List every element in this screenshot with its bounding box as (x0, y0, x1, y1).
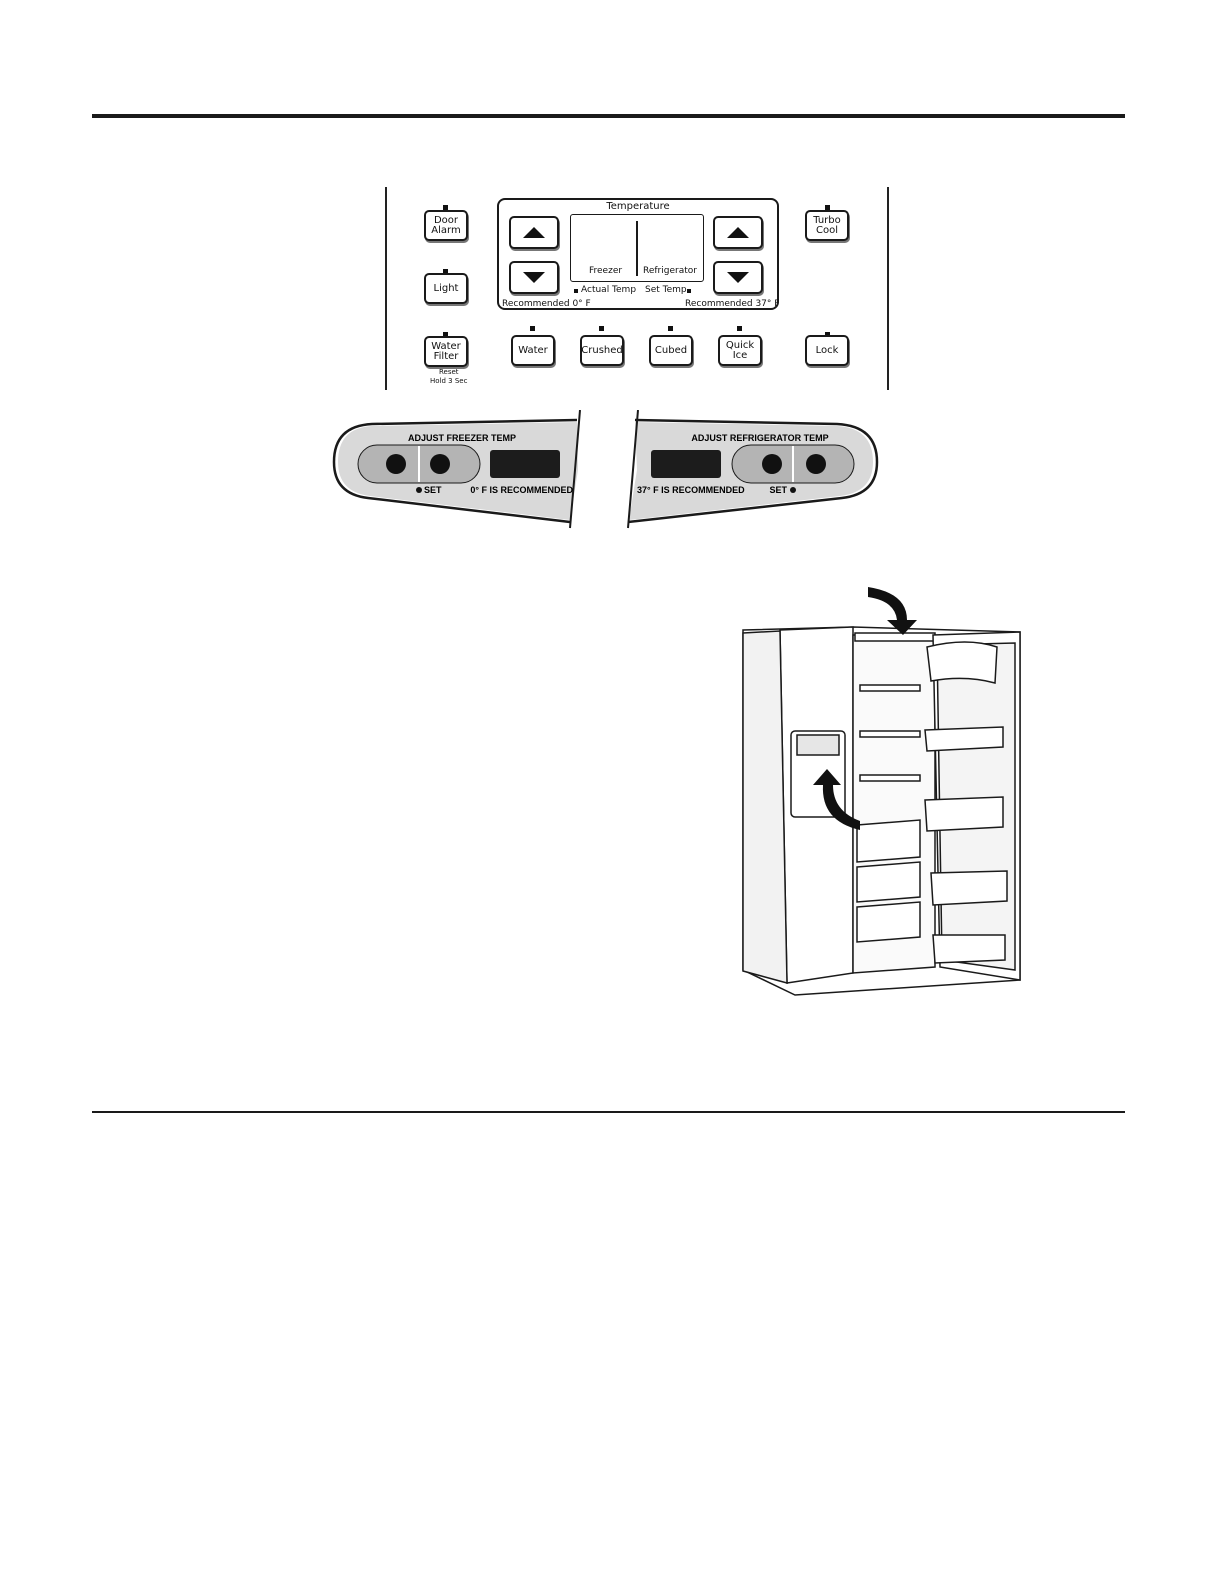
temperature-title: Temperature (499, 201, 777, 212)
crushed-button[interactable]: Crushed (580, 335, 624, 366)
dispenser-control-panel: Door Alarm Light Water Filter Reset Hold… (385, 187, 889, 390)
fridge-up-button[interactable] (713, 216, 763, 249)
display-divider (636, 221, 638, 276)
freezer-down-button[interactable] (509, 261, 559, 294)
recommended-fridge-label: Recommended 37° F (685, 299, 779, 309)
lock-label: Lock (816, 346, 839, 356)
fridge-down-button[interactable] (713, 261, 763, 294)
refrigerator-label: Refrigerator (643, 266, 697, 276)
set-dot-right (790, 487, 796, 493)
door-alarm-label: Door Alarm (431, 216, 460, 236)
crushed-label: Crushed (581, 346, 622, 356)
set-label-left: SET (424, 485, 442, 495)
quick-ice-label: Quick Ice (726, 341, 754, 361)
freezer-digital-display (490, 450, 560, 478)
set-temp-led (687, 289, 691, 293)
freezer-warmer-button[interactable] (386, 454, 406, 474)
water-filter-hold-label: Hold 3 Sec (430, 377, 467, 385)
quick-ice-led (737, 326, 742, 331)
actual-temp-led (574, 289, 578, 293)
temperature-panel: Temperature Freezer Refrigerator Actual … (497, 198, 779, 310)
light-label: Light (434, 284, 459, 294)
cubed-label: Cubed (655, 346, 687, 356)
set-label-right: SET (769, 485, 787, 495)
up-arrow-icon (727, 227, 749, 238)
water-label: Water (518, 346, 548, 356)
adjust-fridge-label: ADJUST REFRIGERATOR TEMP (691, 433, 828, 443)
turbo-cool-button[interactable]: Turbo Cool (805, 210, 849, 241)
bottom-rule (92, 1111, 1125, 1113)
set-temp-label: Set Temp (645, 285, 687, 295)
freezer-label: Freezer (589, 266, 622, 276)
freezer-colder-button[interactable] (430, 454, 450, 474)
down-arrow-icon (727, 272, 749, 283)
recommended-freezer-label: Recommended 0° F (502, 299, 591, 309)
quick-ice-button[interactable]: Quick Ice (718, 335, 762, 366)
freezer-recommended-label: 0° F IS RECOMMENDED (470, 485, 573, 495)
door-alarm-button[interactable]: Door Alarm (424, 210, 468, 241)
set-dot-left (416, 487, 422, 493)
fridge-recommended-label: 37° F IS RECOMMENDED (637, 485, 745, 495)
water-filter-reset-label: Reset (439, 368, 459, 376)
freezer-up-button[interactable] (509, 216, 559, 249)
top-rule (92, 114, 1125, 118)
water-filter-label: Water Filter (431, 342, 461, 362)
turbo-cool-label: Turbo Cool (813, 216, 841, 236)
fridge-warmer-button[interactable] (762, 454, 782, 474)
water-filter-button[interactable]: Water Filter (424, 336, 468, 367)
refrigerator-illustration (735, 575, 1030, 1000)
water-led (530, 326, 535, 331)
temperature-display: Freezer Refrigerator (570, 214, 704, 282)
cubed-button[interactable]: Cubed (649, 335, 693, 366)
light-button[interactable]: Light (424, 273, 468, 304)
water-button[interactable]: Water (511, 335, 555, 366)
adjust-freezer-label: ADJUST FREEZER TEMP (408, 433, 516, 443)
cubed-led (668, 326, 673, 331)
adjust-temp-strip: ADJUST FREEZER TEMP SET 0° F IS RECOMMEN… (332, 410, 880, 530)
fridge-colder-button[interactable] (806, 454, 826, 474)
actual-temp-label: Actual Temp (581, 285, 636, 295)
lock-button[interactable]: Lock (805, 335, 849, 366)
crushed-led (599, 326, 604, 331)
up-arrow-icon (523, 227, 545, 238)
down-arrow-icon (523, 272, 545, 283)
fridge-digital-display (651, 450, 721, 478)
